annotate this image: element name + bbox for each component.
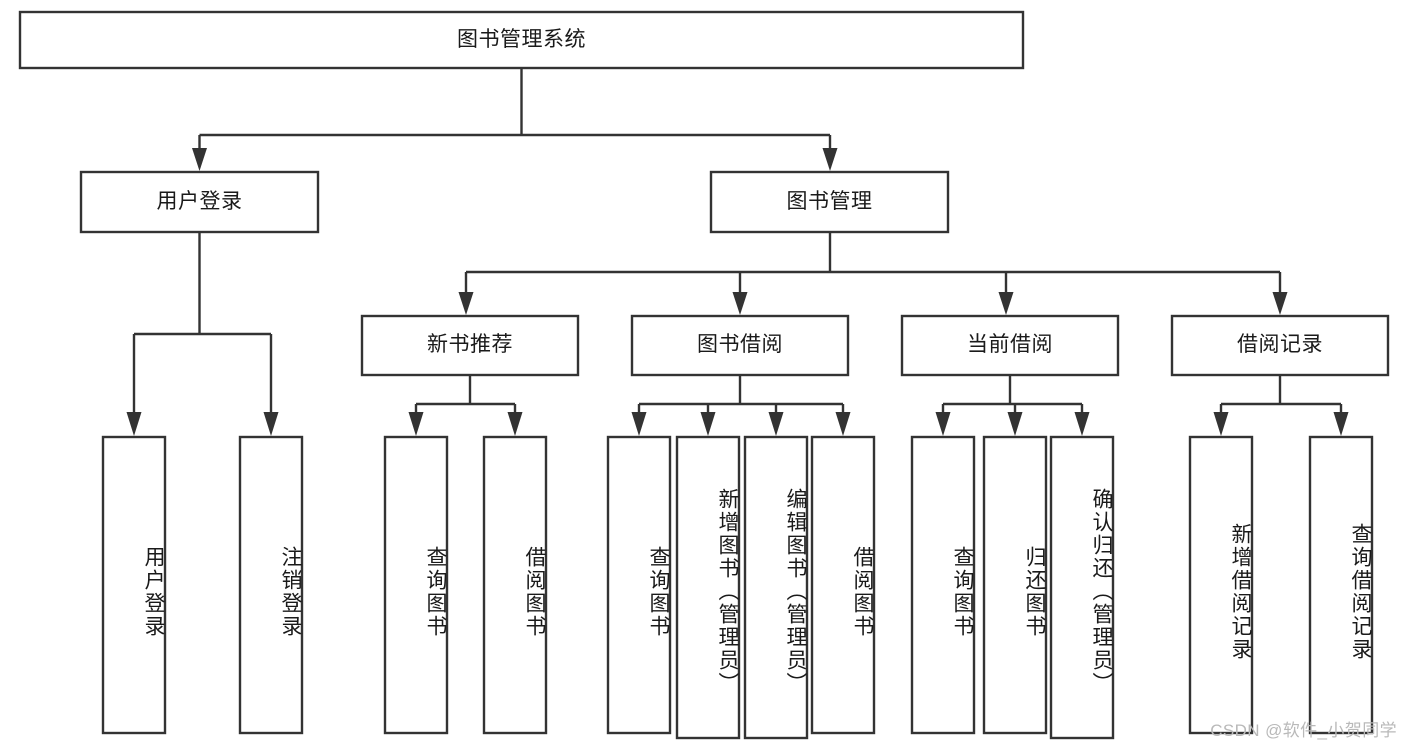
- arrow-to-leaf-query-book-borrow: [631, 412, 647, 436]
- box-leaf-query-record[interactable]: [1308, 435, 1374, 735]
- box-user-login[interactable]: [79, 170, 320, 234]
- arrow-to-leaf-borrow-book: [835, 412, 851, 436]
- arrow-to-leaf-query-book-cur: [935, 412, 951, 436]
- connectors: [126, 68, 1349, 436]
- arrow-to-leaf-edit-book: [768, 412, 784, 436]
- arrow-to-book-borrow: [732, 292, 748, 315]
- node-boxes: [18, 10, 1390, 740]
- arrow-to-new-book-recommend: [458, 292, 474, 315]
- arrow-to-leaf-confirm-return: [1074, 412, 1090, 436]
- arrow-to-leaf-query-book-rec: [408, 412, 424, 436]
- box-leaf-edit-book[interactable]: [743, 435, 809, 740]
- csdn-watermark: CSDN @软件_小贺同学: [1210, 721, 1397, 740]
- box-leaf-confirm-return[interactable]: [1049, 435, 1115, 740]
- box-leaf-logout[interactable]: [238, 435, 304, 735]
- box-root[interactable]: [18, 10, 1025, 70]
- arrow-to-leaf-return-book: [1007, 412, 1023, 436]
- box-book-management[interactable]: [709, 170, 950, 234]
- box-borrow-record[interactable]: [1170, 314, 1390, 377]
- box-book-borrow[interactable]: [630, 314, 850, 377]
- arrow-to-leaf-user-login: [126, 412, 142, 436]
- arrow-to-leaf-add-record: [1213, 412, 1229, 436]
- box-leaf-query-book-borrow[interactable]: [606, 435, 672, 735]
- arrow-to-leaf-add-book: [700, 412, 716, 436]
- arrow-to-leaf-logout: [263, 412, 279, 436]
- arrow-to-user-login: [192, 148, 207, 171]
- arrow-to-book-management: [822, 148, 838, 171]
- box-current-borrow[interactable]: [900, 314, 1120, 377]
- arrow-to-current-borrow: [998, 292, 1014, 315]
- box-leaf-borrow-book-rec[interactable]: [482, 435, 548, 735]
- box-leaf-add-book[interactable]: [675, 435, 741, 740]
- box-new-book-recommend[interactable]: [360, 314, 580, 377]
- arrow-to-borrow-record: [1272, 292, 1288, 315]
- box-leaf-return-book[interactable]: [982, 435, 1048, 735]
- box-leaf-query-book-cur[interactable]: [910, 435, 976, 735]
- arrow-to-leaf-borrow-book-rec: [507, 412, 523, 436]
- arrow-to-leaf-query-record: [1333, 412, 1349, 436]
- box-leaf-add-record[interactable]: [1188, 435, 1254, 735]
- box-leaf-borrow-book[interactable]: [810, 435, 876, 735]
- box-leaf-user-login[interactable]: [101, 435, 167, 735]
- box-leaf-query-book-rec[interactable]: [383, 435, 449, 735]
